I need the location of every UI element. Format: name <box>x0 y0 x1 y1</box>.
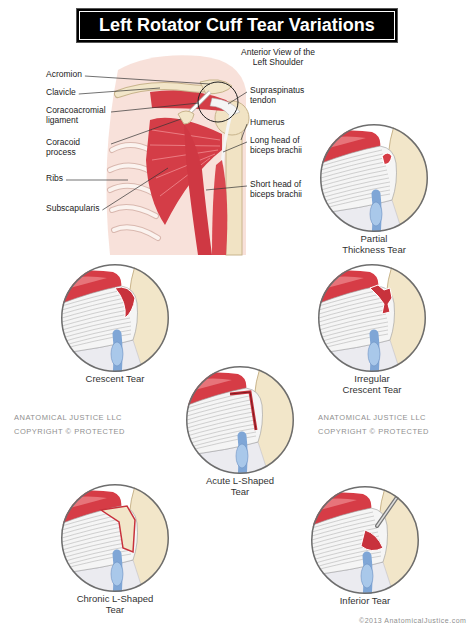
watermark: ANATOMICAL JUSTICE LLC <box>14 414 122 423</box>
tear <box>382 153 392 164</box>
tear <box>230 392 256 430</box>
shoulder-closeup <box>55 478 175 598</box>
humerus-shaft <box>226 125 242 255</box>
inferior-tear-art <box>305 480 425 600</box>
leader-line <box>206 186 247 190</box>
shoulder-closeup <box>55 258 175 378</box>
part-label: Ribs <box>46 174 63 184</box>
shoulder-closeup <box>305 480 425 600</box>
chronic-l-tear-art <box>55 478 175 598</box>
circle-outline <box>61 264 169 372</box>
part-label: Subscapularis <box>46 204 99 214</box>
part-label: Anterior View of the Left Shoulder <box>236 48 320 68</box>
tear-caption: Inferior Tear <box>319 596 411 607</box>
circle-border <box>62 265 169 372</box>
partial-tear-art <box>314 118 434 238</box>
leader-line <box>241 124 247 140</box>
watermark: COPYRIGHT © PROTECTED <box>318 428 429 437</box>
leader-line <box>111 119 181 144</box>
crescent-tear-art <box>55 258 175 378</box>
closeup-circle: Chronic L-Shaped Tear <box>61 484 169 616</box>
title-banner: Left Rotator Cuff Tear Variations <box>76 8 398 43</box>
circle-border <box>319 265 426 372</box>
supraspinatus-tendon <box>210 98 240 116</box>
tear-edge <box>230 392 256 430</box>
circle-outline <box>186 366 294 474</box>
part-label: Short head of biceps brachii <box>250 180 314 200</box>
tear <box>361 530 383 551</box>
biceps-long-tendon <box>222 110 232 165</box>
part-label: Clavicle <box>46 88 76 98</box>
closeup-circle: Partial Thickness Tear <box>320 124 428 256</box>
circle-outline <box>311 486 419 594</box>
acute-l-tear-art <box>180 360 300 480</box>
coracoid-process <box>178 111 194 124</box>
closeup-circle: Acute L-Shaped Tear <box>186 366 294 498</box>
closeup-circle: Crescent Tear <box>61 264 169 385</box>
circle-border <box>312 487 419 594</box>
circle-border <box>187 367 294 474</box>
part-label: Coracoid process <box>46 138 108 158</box>
torso-skin <box>106 55 246 255</box>
biceps-long-head <box>212 160 227 255</box>
ligament-outline <box>190 92 210 112</box>
part-label: Humerus <box>250 118 284 128</box>
watermark: ©2013 AnatomicalJustice.com <box>359 617 466 625</box>
closeup-circle: Irregular Crescent Tear <box>318 264 426 396</box>
watermark: COPYRIGHT © PROTECTED <box>14 428 125 437</box>
tear-caption: Crescent Tear <box>69 374 161 385</box>
subscapularis-muscle <box>146 118 222 225</box>
circle-border <box>321 125 428 232</box>
tear-caption: Irregular Crescent Tear <box>336 374 408 396</box>
tear-caption: Chronic L-Shaped Tear <box>75 594 155 616</box>
leader-line <box>223 142 247 152</box>
part-label: Coracoacromial ligament <box>46 106 108 126</box>
magnifier-ring <box>198 82 238 122</box>
circle-outline <box>318 264 426 372</box>
part-label: Acromion <box>46 70 82 80</box>
leader-lines <box>66 76 247 210</box>
irregular-tear-art <box>312 258 432 378</box>
leader-line <box>66 180 128 181</box>
coracoacromial-ligament <box>190 92 210 112</box>
leader-line <box>111 103 199 112</box>
tear-caption: Partial Thickness Tear <box>338 234 410 256</box>
shoulder-closeup <box>180 360 300 480</box>
closeup-circle: Inferior Tear <box>311 486 419 607</box>
tear <box>101 506 135 552</box>
leader-line <box>85 76 210 84</box>
leader-line <box>102 168 168 210</box>
watermark: ANATOMICAL JUSTICE LLC <box>318 414 426 423</box>
leader-line <box>79 88 160 94</box>
title-text: Left Rotator Cuff Tear Variations <box>99 15 375 35</box>
circle-border <box>62 485 169 592</box>
tear-caption: Acute L-Shaped Tear <box>200 476 280 498</box>
part-label: Long head of biceps brachii <box>250 136 314 156</box>
part-label: Supraspinatus tendon <box>250 86 314 106</box>
shoulder-closeup <box>312 258 432 378</box>
shoulder-anterior-view <box>106 55 249 255</box>
circle-outline <box>320 124 428 232</box>
tear <box>370 285 392 314</box>
shoulder-closeup <box>314 118 434 238</box>
leader-line <box>228 92 247 104</box>
circle-outline <box>61 484 169 592</box>
tear <box>115 287 135 318</box>
